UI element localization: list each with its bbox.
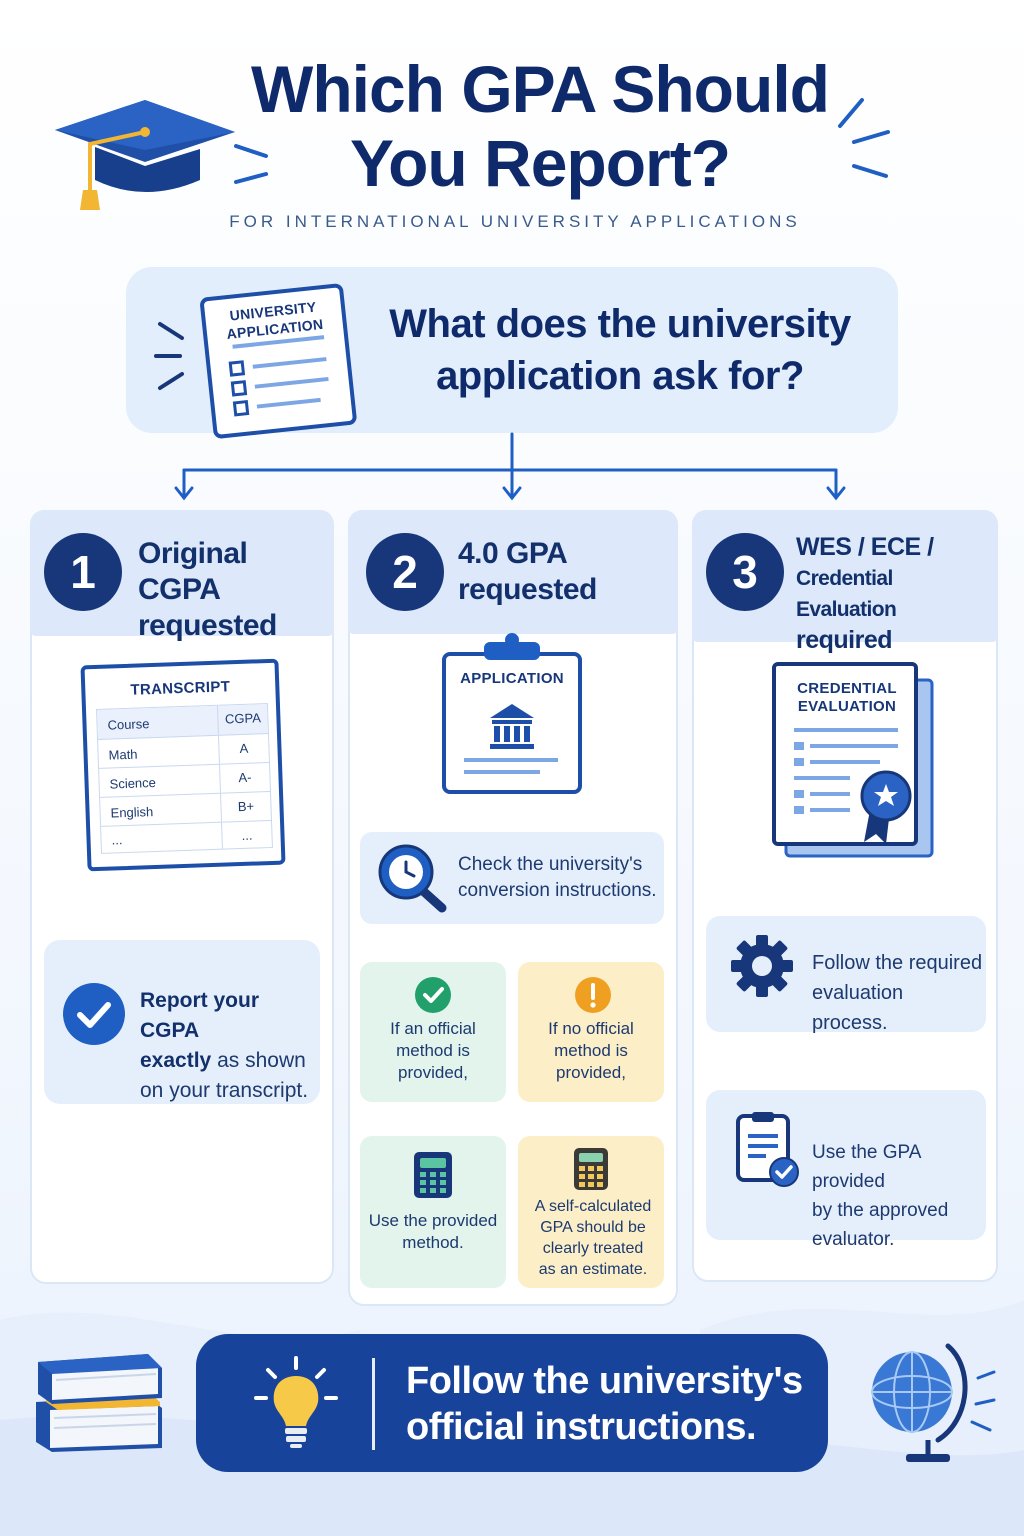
transcript-header-course: Course <box>107 716 150 733</box>
transcript-grade: ... <box>221 820 272 849</box>
question-line-1: What does the university <box>389 302 851 346</box>
transcript-grade: B+ <box>220 791 271 822</box>
sparkle-lines-right-icon <box>838 98 890 178</box>
transcript-document: TRANSCRIPT Course CGPA Math A Science A-… <box>80 658 286 872</box>
no-official-line-2: method is <box>554 1041 628 1060</box>
attention-lines-icon <box>154 322 184 390</box>
report-line-2: exactly as shown <box>140 1046 320 1076</box>
university-application-document-icon <box>200 283 357 439</box>
step-number-1: 1 <box>44 533 122 611</box>
clipboard-check-icon <box>736 1112 799 1187</box>
report-line-2-bold: exactly <box>140 1049 212 1072</box>
self-calc-line-4: as an estimate. <box>538 1261 648 1278</box>
evaluator-line-2: by the approved <box>812 1200 949 1221</box>
follow-evaluation-text: Follow the required evaluation process. <box>812 948 984 1038</box>
graduation-cap-icon <box>55 100 235 210</box>
transcript-course: ... <box>111 832 123 848</box>
transcript-table: Course CGPA Math A Science A- English B+… <box>95 702 273 854</box>
transcript-course: English <box>110 804 154 821</box>
self-calc-line-1: A self-calculated <box>534 1198 652 1215</box>
credential-certificate-icon <box>772 662 934 858</box>
column-2-title-line-2: requested <box>458 573 597 606</box>
credential-label-line-1: CREDENTIAL <box>797 680 897 697</box>
page-title: Which GPA Should You Report? <box>200 52 880 200</box>
column-1-title: Original CGPA requested <box>138 536 328 644</box>
official-line-3: provided, <box>398 1063 468 1082</box>
check-circle-green-icon <box>415 977 451 1013</box>
application-label: APPLICATION <box>460 670 564 687</box>
report-cgpa-text: Report your CGPA exactly as shown on you… <box>140 986 320 1106</box>
credential-label-line-2: EVALUATION <box>797 698 897 715</box>
no-official-line-1: If no official <box>548 1019 634 1038</box>
transcript-row: ... ... <box>101 820 272 853</box>
footer-message: Follow the university's official instruc… <box>406 1358 826 1450</box>
self-calc-line-2: GPA should be <box>540 1219 646 1236</box>
page-subtitle: FOR INTERNATIONAL UNIVERSITY APPLICATION… <box>229 212 801 231</box>
evaluator-line-1: Use the GPA provided <box>812 1142 921 1192</box>
column-3-title-line-1: WES / ECE / <box>796 533 934 561</box>
no-official-line-3: provided, <box>556 1063 626 1082</box>
column-3-title-line-3: required <box>796 626 893 654</box>
check-line-1: Check the university's <box>458 854 643 875</box>
footer-line-1: Follow the university's <box>406 1360 803 1402</box>
column-1-title-line-1: Original CGPA <box>138 537 248 606</box>
self-calc-line-3: clearly treated <box>542 1240 644 1257</box>
check-line-2: conversion instructions. <box>458 880 657 901</box>
transcript-header-cgpa: CGPA <box>216 704 268 735</box>
title-line-1: Which GPA Should <box>251 52 830 126</box>
transcript-grade: A <box>218 734 269 764</box>
title-line-2: You Report? <box>349 126 731 200</box>
step-number-3: 3 <box>706 533 784 611</box>
footer-divider <box>372 1358 375 1450</box>
column-3-title-line-2: Credential Evaluation <box>796 567 897 621</box>
report-line-3: on your transcript. <box>140 1079 309 1102</box>
credential-evaluation-label: CREDENTIAL EVALUATION <box>776 680 918 716</box>
column-original-cgpa <box>30 510 334 1284</box>
use-provided-line-1: Use the provided <box>368 1211 498 1230</box>
use-provided-method-text: Use the provided method. <box>360 1210 506 1254</box>
no-official-method-text: If no official method is provided, <box>518 1018 664 1084</box>
question-line-2: application ask for? <box>436 354 804 398</box>
transcript-label: TRANSCRIPT <box>130 678 231 699</box>
question-text: What does the university application ask… <box>360 298 880 402</box>
transcript-course: Math <box>108 746 138 763</box>
use-evaluator-gpa-text: Use the GPA provided by the approved eva… <box>812 1138 984 1254</box>
checkmark-circle-icon <box>63 983 125 1045</box>
report-line-1: Report your CGPA <box>140 986 320 1046</box>
check-conversion-text: Check the university's conversion instru… <box>458 852 662 904</box>
calculator-icon <box>414 1152 452 1198</box>
calculator-icon <box>574 1148 608 1190</box>
follow-evaluation-line-2: evaluation process. <box>812 982 904 1034</box>
step-number-2: 2 <box>366 533 444 611</box>
globe-icon <box>871 1343 996 1462</box>
use-provided-line-2: method. <box>402 1233 464 1252</box>
transcript-course: Science <box>109 774 157 792</box>
lightbulb-icon <box>254 1356 338 1448</box>
report-line-2-rest: as shown <box>211 1049 306 1072</box>
exclamation-circle-icon <box>575 977 611 1013</box>
footer-line-2: official instructions. <box>406 1406 757 1448</box>
application-clipboard-icon <box>442 633 582 794</box>
transcript-grade: A- <box>219 762 270 793</box>
gear-icon <box>731 935 793 997</box>
official-method-text: If an official method is provided, <box>360 1018 506 1084</box>
column-3-title: WES / ECE / Credential Evaluation requir… <box>796 532 996 656</box>
sparkle-lines-left-icon <box>234 144 268 184</box>
evaluator-line-3: evaluator. <box>812 1229 895 1250</box>
books-stack-icon <box>36 1354 162 1452</box>
self-calculated-text: A self-calculated GPA should be clearly … <box>518 1196 668 1280</box>
report-line-1-text: Report your CGPA <box>140 989 260 1042</box>
column-2-title: 4.0 GPA requested <box>458 536 668 608</box>
column-2-title-line-1: 4.0 GPA <box>458 537 568 570</box>
magnifier-clock-icon <box>378 844 447 913</box>
official-line-2: method is <box>396 1041 470 1060</box>
follow-evaluation-line-1: Follow the required <box>812 952 983 974</box>
column-1-title-line-2: requested <box>138 609 277 642</box>
official-line-1: If an official <box>390 1019 476 1038</box>
